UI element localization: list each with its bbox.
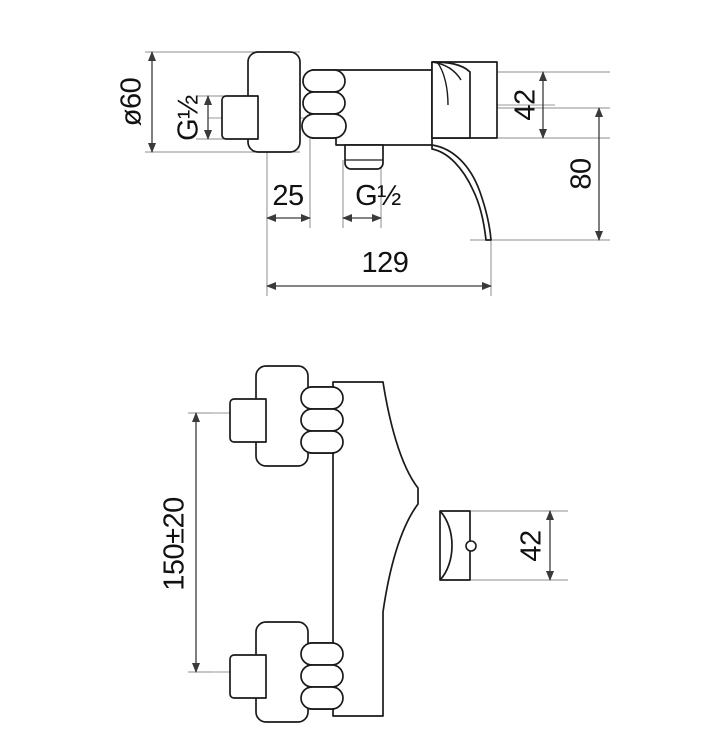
hex-coupling-lower-bottom <box>300 642 344 710</box>
dimension-diameter-60: ø60 <box>116 51 156 153</box>
hex-coupling-upper-bottom <box>300 386 344 454</box>
dimension-label-height-42-bottom: 42 <box>516 530 548 561</box>
dimension-centres-150: 150±20 <box>159 412 200 673</box>
dimension-label-offset-25: 25 <box>272 180 303 212</box>
dimension-thread-outlet: G½ <box>342 180 402 222</box>
side-elevation-view: ø60 G½ 25 G½ 129 <box>116 51 610 296</box>
dimension-height-42-bottom: 42 <box>516 510 554 581</box>
dimension-height-42-top: 42 <box>510 71 547 139</box>
centre-lines-bottom <box>212 412 250 673</box>
hex-coupling-top <box>301 69 347 139</box>
dimension-label-projection-129: 129 <box>362 247 409 279</box>
dimension-offset-25: 25 <box>266 180 311 222</box>
dimension-label-thread-outlet: G½ <box>355 180 401 212</box>
dimension-label-centres-150: 150±20 <box>159 497 191 591</box>
dimension-projection-129: 129 <box>266 247 492 290</box>
dimension-height-80: 80 <box>566 107 603 241</box>
spout-outline-top <box>431 144 492 241</box>
dimension-thread-inlet: G½ <box>173 95 212 141</box>
dimension-label-height-80: 80 <box>566 158 598 189</box>
outlet-hole-icon <box>465 540 477 552</box>
dimension-label-height-42-top: 42 <box>510 89 542 120</box>
front-elevation-view: 150±20 42 <box>159 365 568 723</box>
lever-handle-top <box>431 61 471 139</box>
dimension-label-diameter-60: ø60 <box>116 78 148 126</box>
dimension-label-thread-inlet: G½ <box>173 95 205 141</box>
mixer-body-outline-bottom <box>229 365 471 723</box>
